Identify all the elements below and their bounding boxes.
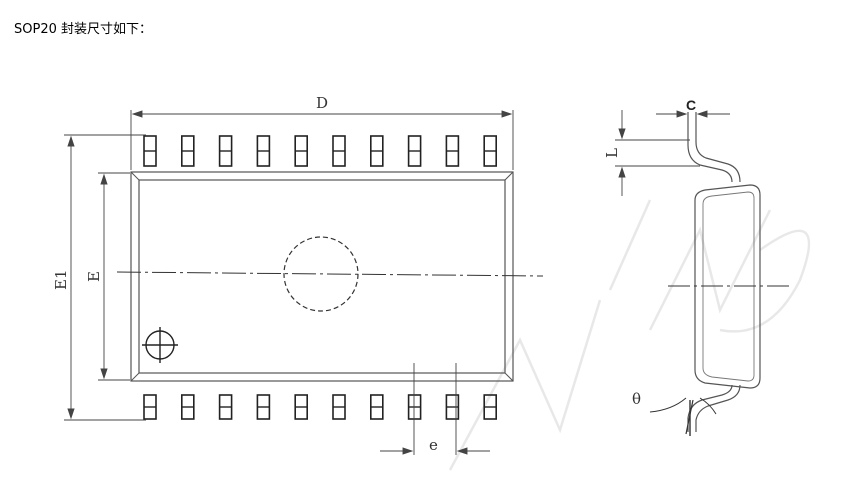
- bottom-pin-3: [218, 394, 233, 420]
- label-e1: E1: [52, 270, 70, 291]
- top-pin-2: [181, 135, 195, 167]
- dimension-e1: [64, 134, 146, 421]
- bottom-pin-1: [143, 394, 157, 420]
- top-pin-8: [407, 135, 422, 167]
- label-c: C: [686, 97, 696, 113]
- caption: SOP20 封装尺寸如下：: [14, 22, 152, 37]
- top-pin-10: [483, 135, 498, 167]
- bottom-pin-2: [181, 394, 195, 420]
- bottom-pin-7: [369, 394, 384, 420]
- bottom-pin-4: [256, 394, 271, 420]
- dimension-l: [615, 110, 700, 196]
- dimension-pitch: [380, 363, 490, 455]
- dimension-e: [98, 172, 130, 381]
- label-e: E: [85, 271, 103, 282]
- label-d: D: [316, 94, 328, 112]
- top-pin-7: [369, 135, 384, 167]
- center-line: [116, 271, 544, 277]
- bottom-pin-6: [332, 394, 346, 420]
- bottom-pin-9: [445, 394, 460, 420]
- label-l: L: [603, 148, 621, 158]
- dimension-c: [656, 110, 730, 118]
- top-pin-3: [218, 135, 233, 167]
- top-pin-1: [143, 135, 157, 167]
- top-pin-4: [256, 135, 271, 167]
- label-theta: θ: [632, 390, 641, 408]
- bottom-pin-5: [294, 394, 309, 420]
- bottom-pin-10: [483, 394, 498, 420]
- dimension-d: [130, 110, 514, 170]
- pin1-marker: [142, 327, 178, 363]
- watermark-logo: [448, 199, 811, 471]
- bottom-pins: [143, 394, 498, 420]
- center-circle: [283, 236, 359, 312]
- side-view: [687, 112, 761, 432]
- top-pins: [143, 135, 498, 167]
- package-body-outer: [130, 171, 514, 382]
- top-pin-9: [445, 135, 460, 167]
- package-body-inner: [138, 179, 506, 374]
- bottom-pin-8: [407, 394, 422, 420]
- top-pin-5: [294, 135, 309, 167]
- label-pitch: e: [429, 436, 438, 454]
- dimension-theta: [649, 397, 717, 436]
- top-pin-6: [332, 135, 346, 167]
